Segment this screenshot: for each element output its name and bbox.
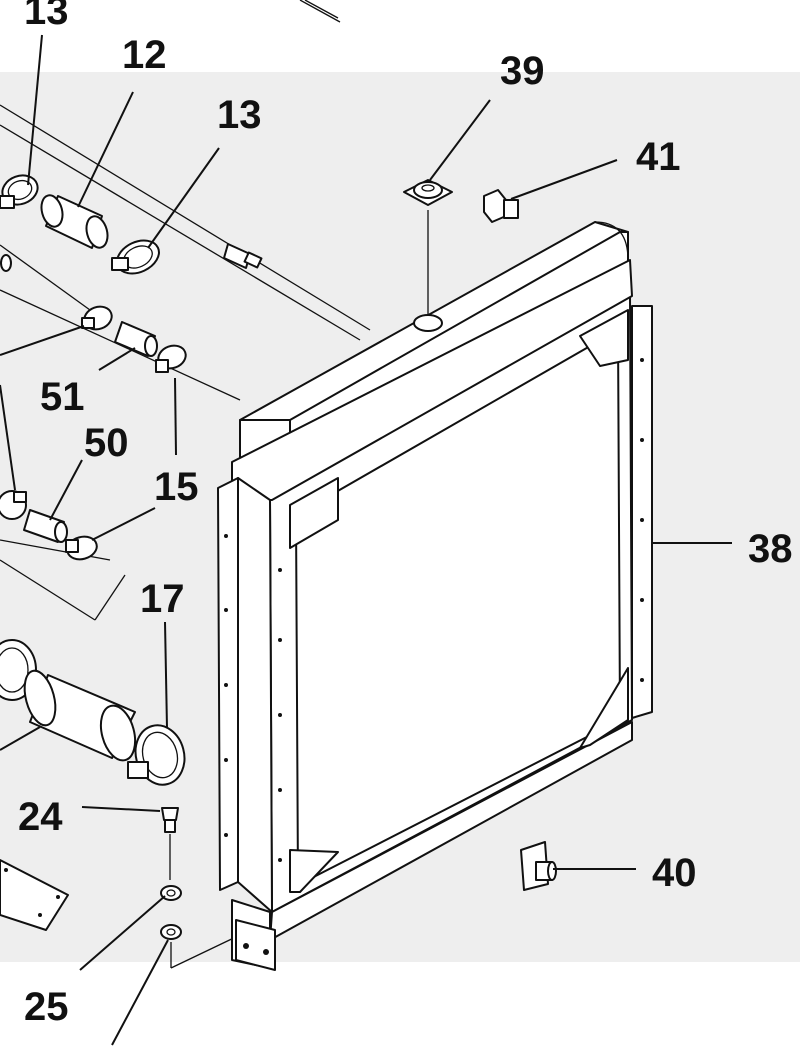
top-white-band bbox=[0, 0, 800, 72]
callout-25: 25 bbox=[24, 985, 69, 1029]
callout-40: 40 bbox=[652, 851, 697, 895]
hose-clamp-51b bbox=[155, 344, 187, 373]
callout-13: 13 bbox=[217, 93, 262, 137]
washer-25b bbox=[160, 924, 241, 969]
callout-13-top-left: 13 bbox=[24, 0, 69, 33]
callout-38: 38 bbox=[748, 527, 793, 571]
callout-39: 39 bbox=[500, 49, 545, 93]
radiator-cap-39 bbox=[403, 179, 453, 206]
hose-clamp-17 bbox=[127, 724, 186, 786]
large-hose bbox=[23, 669, 137, 762]
callout-51: 51 bbox=[40, 375, 85, 419]
hose-clamp-15 bbox=[65, 535, 98, 561]
leader-lines bbox=[0, 34, 732, 1046]
pipe-fitting bbox=[223, 243, 263, 269]
callout-12: 12 bbox=[122, 33, 167, 77]
callout-41: 41 bbox=[636, 135, 681, 179]
hose-clamp-51a bbox=[81, 305, 113, 331]
hose-51 bbox=[114, 321, 158, 357]
hose-12 bbox=[40, 194, 109, 249]
radiator-38 bbox=[217, 210, 653, 971]
hose-50 bbox=[23, 509, 68, 543]
drain-valve-40 bbox=[520, 841, 557, 891]
plug-41 bbox=[483, 189, 519, 223]
hose-clamp-13-right bbox=[111, 239, 160, 275]
mounting-plate bbox=[0, 859, 69, 931]
callout-15: 15 bbox=[154, 465, 199, 509]
callout-50: 50 bbox=[84, 421, 129, 465]
hose-clamp-50a bbox=[0, 490, 27, 520]
washer-25a bbox=[160, 885, 182, 901]
callout-24: 24 bbox=[18, 795, 63, 839]
bottom-white-band bbox=[0, 962, 800, 1049]
bolt-24 bbox=[161, 807, 179, 880]
pipe-guide-lines bbox=[0, 0, 371, 621]
callout-17: 17 bbox=[140, 577, 185, 621]
small-tube-left bbox=[0, 254, 12, 272]
